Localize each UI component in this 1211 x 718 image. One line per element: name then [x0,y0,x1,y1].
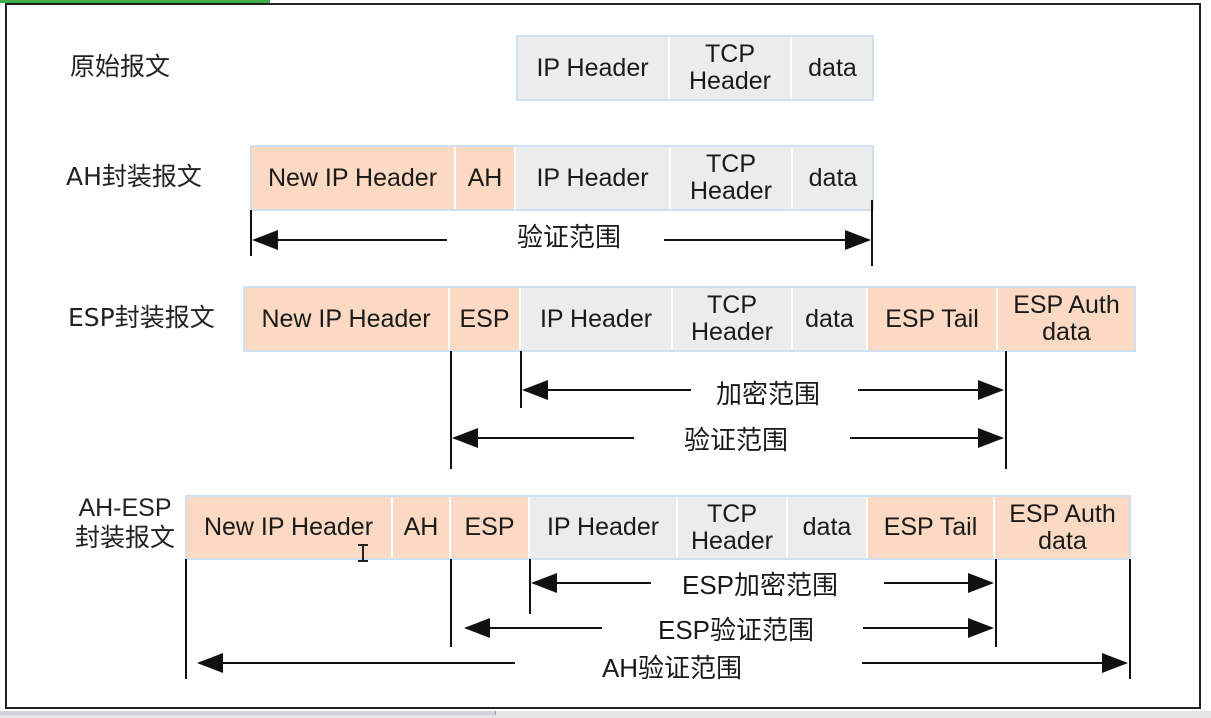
esp-encrypt-arrow-left [522,380,691,400]
range-boundary-line [529,559,531,614]
field-data: data [793,287,868,351]
field-tcp-header: TCP Header [671,146,793,210]
row-label-ah-esp: AH-ESP 封装报文 [68,493,182,553]
field-tcp-header: TCP Header [673,287,793,351]
field-ip-header: IP Header [517,36,670,100]
ahesp-ah-auth-range-label: AH验证范围 [601,653,743,683]
row-label-esp: ESP封装报文 [68,303,215,332]
ahesp-esp-encrypt-arrow-right [884,573,994,593]
field-new-ip-header: New IP Header [186,496,393,559]
scrollbar-track [0,711,496,715]
field-esp-auth-data: ESP Auth data [998,287,1135,351]
row-label-line1: AH-ESP [78,494,172,522]
ahesp-esp-auth-arrow-left [464,618,602,638]
range-boundary-line [995,559,997,647]
ah-auth-arrow-right [664,230,871,250]
field-esp-auth-data: ESP Auth data [995,496,1130,559]
ahesp-esp-auth-range-label: ESP验证范围 [657,615,815,645]
field-tcp-header: TCP Header [670,36,792,100]
esp-auth-arrow-left [452,428,634,448]
esp-encrypt-range-label: 加密范围 [715,380,821,410]
field-esp: ESP [450,287,521,351]
range-boundary-line [1005,351,1007,469]
field-new-ip-header: New IP Header [251,146,456,210]
field-data: data [792,36,873,100]
ahesp-ah-auth-arrow-right [862,653,1128,673]
field-ip-header: IP Header [530,496,678,559]
row-label-original: 原始报文 [70,52,171,81]
field-data: data [788,496,868,559]
window-bottom-strip [0,711,1211,718]
esp-auth-range-label: 验证范围 [683,426,789,456]
field-esp: ESP [451,496,530,559]
range-boundary-line [450,559,452,647]
field-esp-tail: ESP Tail [868,496,995,559]
field-ah: AH [456,146,516,210]
range-boundary-line [871,200,873,266]
ah-auth-arrow-left [252,230,447,250]
ahesp-ah-auth-arrow-left [197,653,515,673]
field-tcp-header: TCP Header [678,496,788,559]
ahesp-esp-encrypt-arrow-left [531,573,651,593]
field-esp-tail: ESP Tail [868,287,998,351]
range-boundary-line [185,559,187,679]
range-boundary-line [520,351,522,408]
field-new-ip-header: New IP Header [244,287,450,351]
ahesp-esp-auth-arrow-right [863,618,994,638]
ahesp-esp-encrypt-range-label: ESP加密范围 [681,570,839,600]
field-ip-header: IP Header [521,287,673,351]
field-ah: AH [393,496,451,559]
diagram-frame [5,3,1201,709]
row-label-line2: 封装报文 [74,523,175,552]
window-accent-bar [0,0,270,3]
range-boundary-line [250,210,252,256]
range-boundary-line [1129,559,1131,679]
row-label-ah: AH封装报文 [66,162,202,191]
esp-auth-arrow-right [850,428,1004,448]
range-boundary-line [450,351,452,469]
text-cursor-icon [358,544,368,562]
field-ip-header: IP Header [516,146,671,210]
ah-auth-range-label: 验证范围 [516,223,622,253]
field-data: data [793,146,873,210]
esp-encrypt-arrow-right [858,380,1004,400]
